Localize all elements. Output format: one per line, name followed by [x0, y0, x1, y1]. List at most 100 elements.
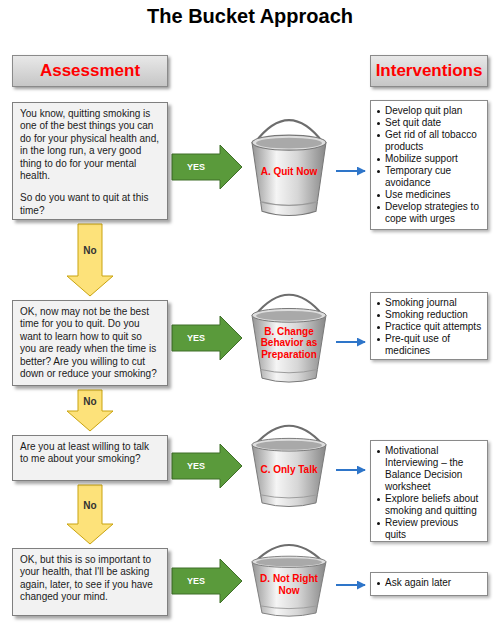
- bucket-node: D. Not Right Now: [245, 533, 333, 621]
- bullet-dot: [377, 134, 380, 137]
- intervention-arrow: [336, 170, 365, 172]
- bullet-dot: [377, 158, 380, 161]
- intervention-arrow: [336, 341, 365, 343]
- edge-label: YES: [187, 576, 205, 586]
- bucket-rim: [252, 308, 326, 322]
- bucket-node: C. Only Talk: [245, 412, 333, 512]
- list-row: Develop strategies to cope with urges: [377, 201, 482, 225]
- bucket-rim: [252, 438, 326, 451]
- yes-arrow: [172, 444, 242, 488]
- bucket-opening: [256, 311, 322, 321]
- intervention-arrow: [336, 584, 365, 586]
- intervention-box: Ask again later: [370, 572, 488, 596]
- no-arrow: [67, 485, 113, 544]
- intervention-item: Use medicines: [385, 189, 482, 201]
- bullet-dot: [377, 170, 380, 173]
- edge-label: No: [83, 499, 96, 510]
- list-row: Practice quit attempts: [377, 321, 482, 333]
- no-arrow: [67, 224, 113, 296]
- edge-label: YES: [187, 162, 205, 172]
- edge-label: YES: [187, 333, 205, 343]
- intervention-item: Develop strategies to cope with urges: [385, 201, 482, 225]
- list-row: Ask again later: [377, 577, 482, 589]
- bullet-dot: [377, 194, 380, 197]
- bucket-label: B. Change Behavior as Preparation: [257, 325, 320, 360]
- diagram-title: The Bucket Approach: [0, 5, 500, 28]
- bucket-graphic: [245, 412, 333, 512]
- no-arrow: [67, 390, 113, 431]
- bucket-node: A. Quit Now: [245, 104, 333, 222]
- list-row: Mobilize support: [377, 153, 482, 165]
- header-box: Assessment: [12, 55, 168, 87]
- intervention-item: Pre-quit use of medicines: [385, 333, 482, 357]
- intervention-item: Get rid of all tobacco products: [385, 129, 482, 153]
- header-label: Assessment: [40, 61, 140, 81]
- edge-label: YES: [187, 461, 205, 471]
- intervention-item: Mobilize support: [385, 153, 482, 165]
- list-row: Get rid of all tobacco products: [377, 129, 482, 153]
- bullet-dot: [377, 110, 380, 113]
- header-label: Interventions: [376, 61, 483, 81]
- bullet-dot: [377, 122, 380, 125]
- question-text: OK, now may not be the best time for you…: [20, 306, 160, 380]
- header-box: Interventions: [370, 55, 488, 87]
- intervention-item: Temporary cue avoidance: [385, 165, 482, 189]
- list-row: Use medicines: [377, 189, 482, 201]
- bucket-graphic: [245, 104, 333, 222]
- bullet-dot: [377, 314, 380, 317]
- bucket-opening: [256, 441, 322, 450]
- intervention-item: Explore beliefs about smoking and quitti…: [385, 493, 482, 517]
- bucket-band: [260, 495, 318, 498]
- yes-arrow: [172, 145, 242, 189]
- bucket-band: [260, 202, 318, 206]
- bullet-dot: [377, 206, 380, 209]
- bucket-opening: [256, 558, 322, 566]
- question-text: Are you at least willing to talk to me a…: [20, 441, 160, 466]
- bucket-label: A. Quit Now: [257, 167, 320, 179]
- intervention-item: Develop quit plan: [385, 105, 482, 117]
- question-box: You know, quitting smoking is one of the…: [12, 102, 168, 220]
- intervention-item: Motivational Interviewing – the Balance …: [385, 445, 482, 493]
- bullet-dot: [377, 338, 380, 341]
- intervention-box: Develop quit planSet quit dateGet rid of…: [370, 100, 488, 230]
- bullet-dot: [377, 582, 380, 585]
- intervention-item: Set quit date: [385, 117, 482, 129]
- question-box: OK, now may not be the best time for you…: [12, 300, 168, 386]
- bucket-node: B. Change Behavior as Preparation: [245, 280, 333, 388]
- intervention-box: Smoking journalSmoking reductionPractice…: [370, 292, 488, 360]
- list-row: Explore beliefs about smoking and quitti…: [377, 493, 482, 517]
- list-row: Pre-quit use of medicines: [377, 333, 482, 357]
- question-box: OK, but this is so important to your hea…: [12, 548, 168, 616]
- list-row: Develop quit plan: [377, 105, 482, 117]
- intervention-item: Ask again later: [385, 577, 482, 589]
- bucket-rim: [252, 556, 326, 567]
- bullet-dot: [377, 450, 380, 453]
- edge-label: No: [83, 245, 96, 256]
- bucket-body: [252, 562, 326, 616]
- bullet-dot: [377, 302, 380, 305]
- bucket-opening: [256, 138, 322, 149]
- bucket-body: [252, 143, 326, 216]
- list-row: Temporary cue avoidance: [377, 165, 482, 189]
- intervention-item: Practice quit attempts: [385, 321, 482, 333]
- bullet-dot: [377, 522, 380, 525]
- question-text: You know, quitting smoking is one of the…: [20, 108, 160, 182]
- list-row: Smoking reduction: [377, 309, 482, 321]
- intervention-item: Smoking journal: [385, 297, 482, 309]
- yes-arrow: [172, 316, 242, 360]
- bullet-dot: [377, 326, 380, 329]
- list-row: Smoking journal: [377, 297, 482, 309]
- edge-label: No: [83, 395, 96, 406]
- intervention-item: Review previous quits: [385, 517, 482, 541]
- question-text: So do you want to quit at this time?: [20, 192, 160, 217]
- bucket-body: [252, 315, 326, 382]
- bucket-label: D. Not Right Now: [257, 573, 320, 596]
- bucket-label: C. Only Talk: [257, 464, 320, 476]
- bucket-band: [260, 606, 318, 609]
- list-row: Review previous quits: [377, 517, 482, 541]
- intervention-item: Smoking reduction: [385, 309, 482, 321]
- bucket-rim: [252, 135, 326, 150]
- intervention-box: Motivational Interviewing – the Balance …: [370, 440, 488, 542]
- bucket-body: [252, 445, 326, 507]
